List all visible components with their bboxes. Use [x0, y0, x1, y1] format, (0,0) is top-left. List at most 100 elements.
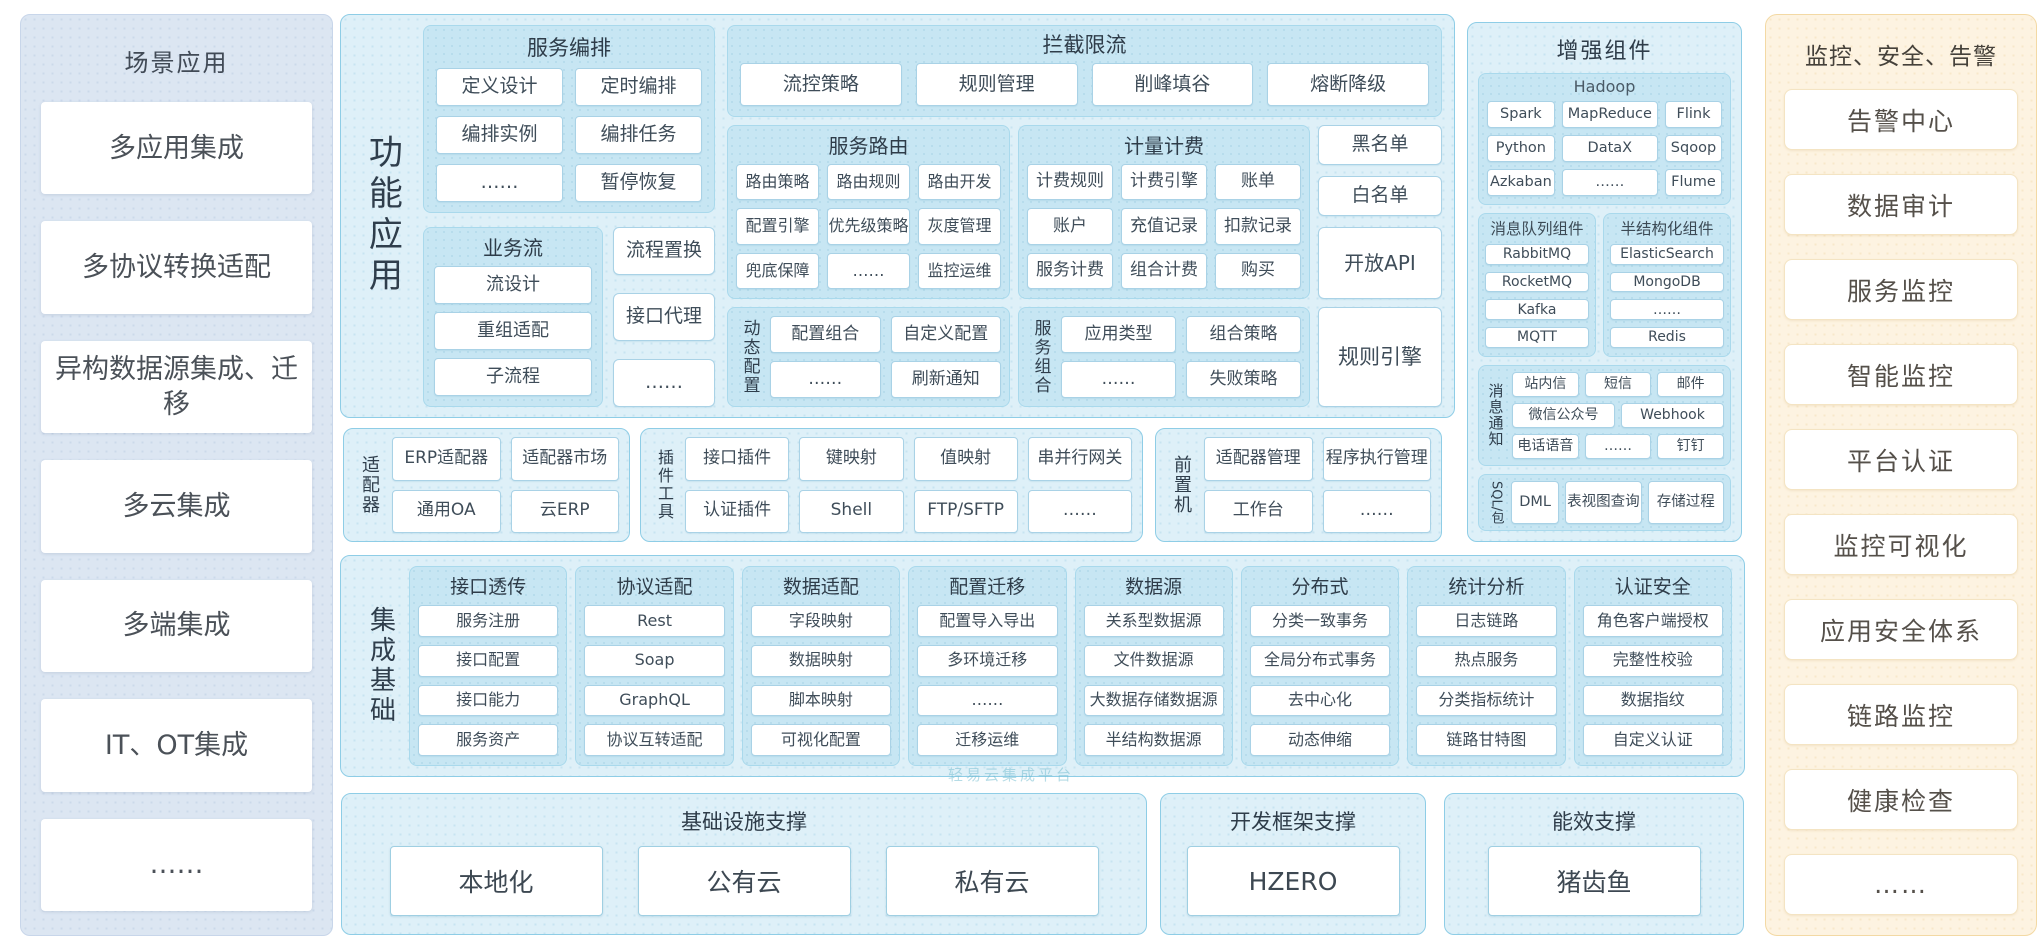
- flow-side-item: 流程置换: [613, 227, 715, 275]
- route-item: 路由策略: [736, 164, 819, 201]
- service-compose-item: 组合策略: [1186, 316, 1301, 353]
- mq-item: RocketMQ: [1485, 271, 1589, 293]
- service-route-box: 服务路由 路由策略路由规则路由开发配置引擎优先级策略灰度管理兜底保障……监控运维: [727, 125, 1010, 299]
- billing-item: 账户: [1027, 208, 1113, 245]
- function-bottom-row: 动态配置 配置组合自定义配置……刷新通知 服务组合 应用类型组合策略……失败策略…: [727, 307, 1442, 407]
- integration-item: 去中心化: [1249, 684, 1391, 717]
- intercept-item: 规则管理: [915, 63, 1078, 106]
- metering-billing-title: 计量计费: [1124, 134, 1204, 158]
- hadoop-item: Azkaban: [1487, 169, 1555, 196]
- adapter-item: 适配器市场: [510, 437, 619, 481]
- front-machine-item: 工作台: [1204, 489, 1313, 533]
- monitor-list: 告警中心数据审计服务监控智能监控平台认证监控可视化应用安全体系链路监控健康检查……: [1784, 89, 2018, 915]
- notify-item: ……: [1584, 433, 1652, 459]
- front-machine-panel: 前置机 适配器管理程序执行管理工作台……: [1155, 428, 1442, 542]
- scene-app-item: 多协议转换适配: [41, 221, 312, 314]
- billing-item: 账单: [1215, 164, 1301, 201]
- efficiency-item: 猪齿鱼: [1487, 846, 1701, 916]
- infrastructure-support-panel: 基础设施支撑 本地化公有云私有云: [341, 793, 1147, 935]
- hadoop-item: MapReduce: [1561, 101, 1658, 128]
- front-machine-item: ……: [1322, 489, 1431, 533]
- dynamic-config-item: ……: [770, 361, 881, 398]
- notify-item: Webhook: [1621, 402, 1724, 428]
- integration-item: GraphQL: [584, 684, 725, 717]
- dynamic-config-grid: 配置组合自定义配置……刷新通知: [770, 316, 1001, 398]
- route-item: 路由规则: [827, 164, 910, 201]
- integration-column-statistics: 统计分析 日志链路热点服务分类指标统计链路甘特图: [1407, 566, 1566, 766]
- integration-item: 完整性校验: [1582, 644, 1723, 677]
- integration-item: 接口能力: [418, 684, 559, 717]
- dynamic-config-item: 刷新通知: [890, 361, 1001, 398]
- integration-item: 分类一致事务: [1249, 605, 1391, 637]
- hadoop-item: Python: [1487, 135, 1555, 162]
- function-left-column: 服务编排 定义设计定时编排编排实例编排任务……暂停恢复 业务流 流设计重组适配子…: [423, 25, 715, 407]
- business-flow-item: 重组适配: [434, 312, 592, 350]
- flow-side-list: 流程置换接口代理……: [613, 227, 715, 407]
- watermark-text: 轻易云集成平台: [948, 766, 1075, 784]
- efficiency-support-title: 能效支撑: [1552, 810, 1636, 834]
- integration-item: 链路甘特图: [1416, 724, 1557, 756]
- billing-item: 充值记录: [1121, 208, 1207, 245]
- billing-item: 购买: [1215, 252, 1301, 289]
- scene-apps-title: 场景应用: [124, 49, 229, 77]
- notify-item: 站内信: [1512, 371, 1579, 397]
- orchestration-item: 暂停恢复: [575, 164, 702, 202]
- integration-item: 迁移运维: [917, 724, 1058, 756]
- monitor-security-alert-panel: 监控、安全、告警 告警中心数据审计服务监控智能监控平台认证监控可视化应用安全体系…: [1765, 14, 2037, 936]
- service-compose-grid: 应用类型组合策略……失败策略: [1061, 316, 1301, 398]
- service-route-grid: 路由策略路由规则路由开发配置引擎优先级策略灰度管理兜底保障……监控运维: [736, 164, 1001, 289]
- billing-item: 扣款记录: [1215, 208, 1301, 245]
- enhanced-components-title: 增强组件: [1556, 39, 1653, 64]
- route-item: 优先级策略: [827, 208, 910, 245]
- metering-billing-grid: 计费规则计费引擎账单账户充值记录扣款记录服务计费组合计费购买: [1027, 164, 1301, 289]
- dev-framework-support-panel: 开发框架支撑 HZERO: [1160, 793, 1426, 935]
- scene-app-item: ……: [41, 818, 312, 911]
- billing-item: 组合计费: [1121, 252, 1207, 289]
- rule-engine-box: 规则引擎: [1318, 307, 1442, 407]
- integration-column-title: 统计分析: [1448, 576, 1525, 598]
- service-orchestration-title: 服务编排: [527, 36, 611, 60]
- flow-side-item: ……: [613, 359, 715, 407]
- integration-item: 大数据存储数据源: [1083, 684, 1224, 717]
- scene-app-item: IT、OT集成: [41, 699, 312, 792]
- integration-item: 协议互转适配: [584, 724, 725, 756]
- billing-item: 计费规则: [1027, 164, 1113, 201]
- infrastructure-item: 本地化: [389, 846, 603, 916]
- integration-column-config-migration: 配置迁移 配置导入导出多环境迁移……迁移运维: [908, 566, 1067, 766]
- integration-item: 配置导入导出: [917, 605, 1058, 637]
- monitor-item: 智能监控: [1784, 344, 2018, 405]
- sql-item: 存储过程: [1647, 480, 1724, 524]
- intercept-limit-box: 拦截限流 流控策略规则管理削峰填谷熔断降级: [727, 25, 1442, 117]
- business-flow-box: 业务流 流设计重组适配子流程: [423, 227, 603, 407]
- dynamic-config-item: 配置组合: [770, 316, 881, 353]
- monitor-item: 应用安全体系: [1784, 599, 2018, 660]
- plugin-item: Shell: [799, 489, 904, 533]
- billing-item: 服务计费: [1027, 252, 1113, 289]
- scene-app-item: 多应用集成: [41, 102, 312, 195]
- integration-item: ……: [917, 684, 1058, 717]
- integration-item: 热点服务: [1416, 644, 1557, 677]
- adapter-label: 适配器: [359, 455, 380, 515]
- integration-column-title: 数据源: [1125, 576, 1183, 598]
- business-flow-row: 业务流 流设计重组适配子流程 流程置换接口代理……: [423, 227, 715, 407]
- notify-item: 钉钉: [1657, 433, 1725, 459]
- orchestration-item: 编排任务: [575, 116, 702, 154]
- route-item: 配置引擎: [736, 208, 819, 245]
- intercept-item: 流控策略: [740, 63, 902, 106]
- service-compose-item: ……: [1061, 361, 1176, 398]
- integration-column-auth-security: 认证安全 角色客户端授权完整性校验数据指纹自定义认证: [1573, 566, 1732, 766]
- integration-item: 服务资产: [418, 724, 559, 756]
- route-item: 灰度管理: [918, 208, 1001, 245]
- monitor-item: 告警中心: [1784, 89, 2018, 150]
